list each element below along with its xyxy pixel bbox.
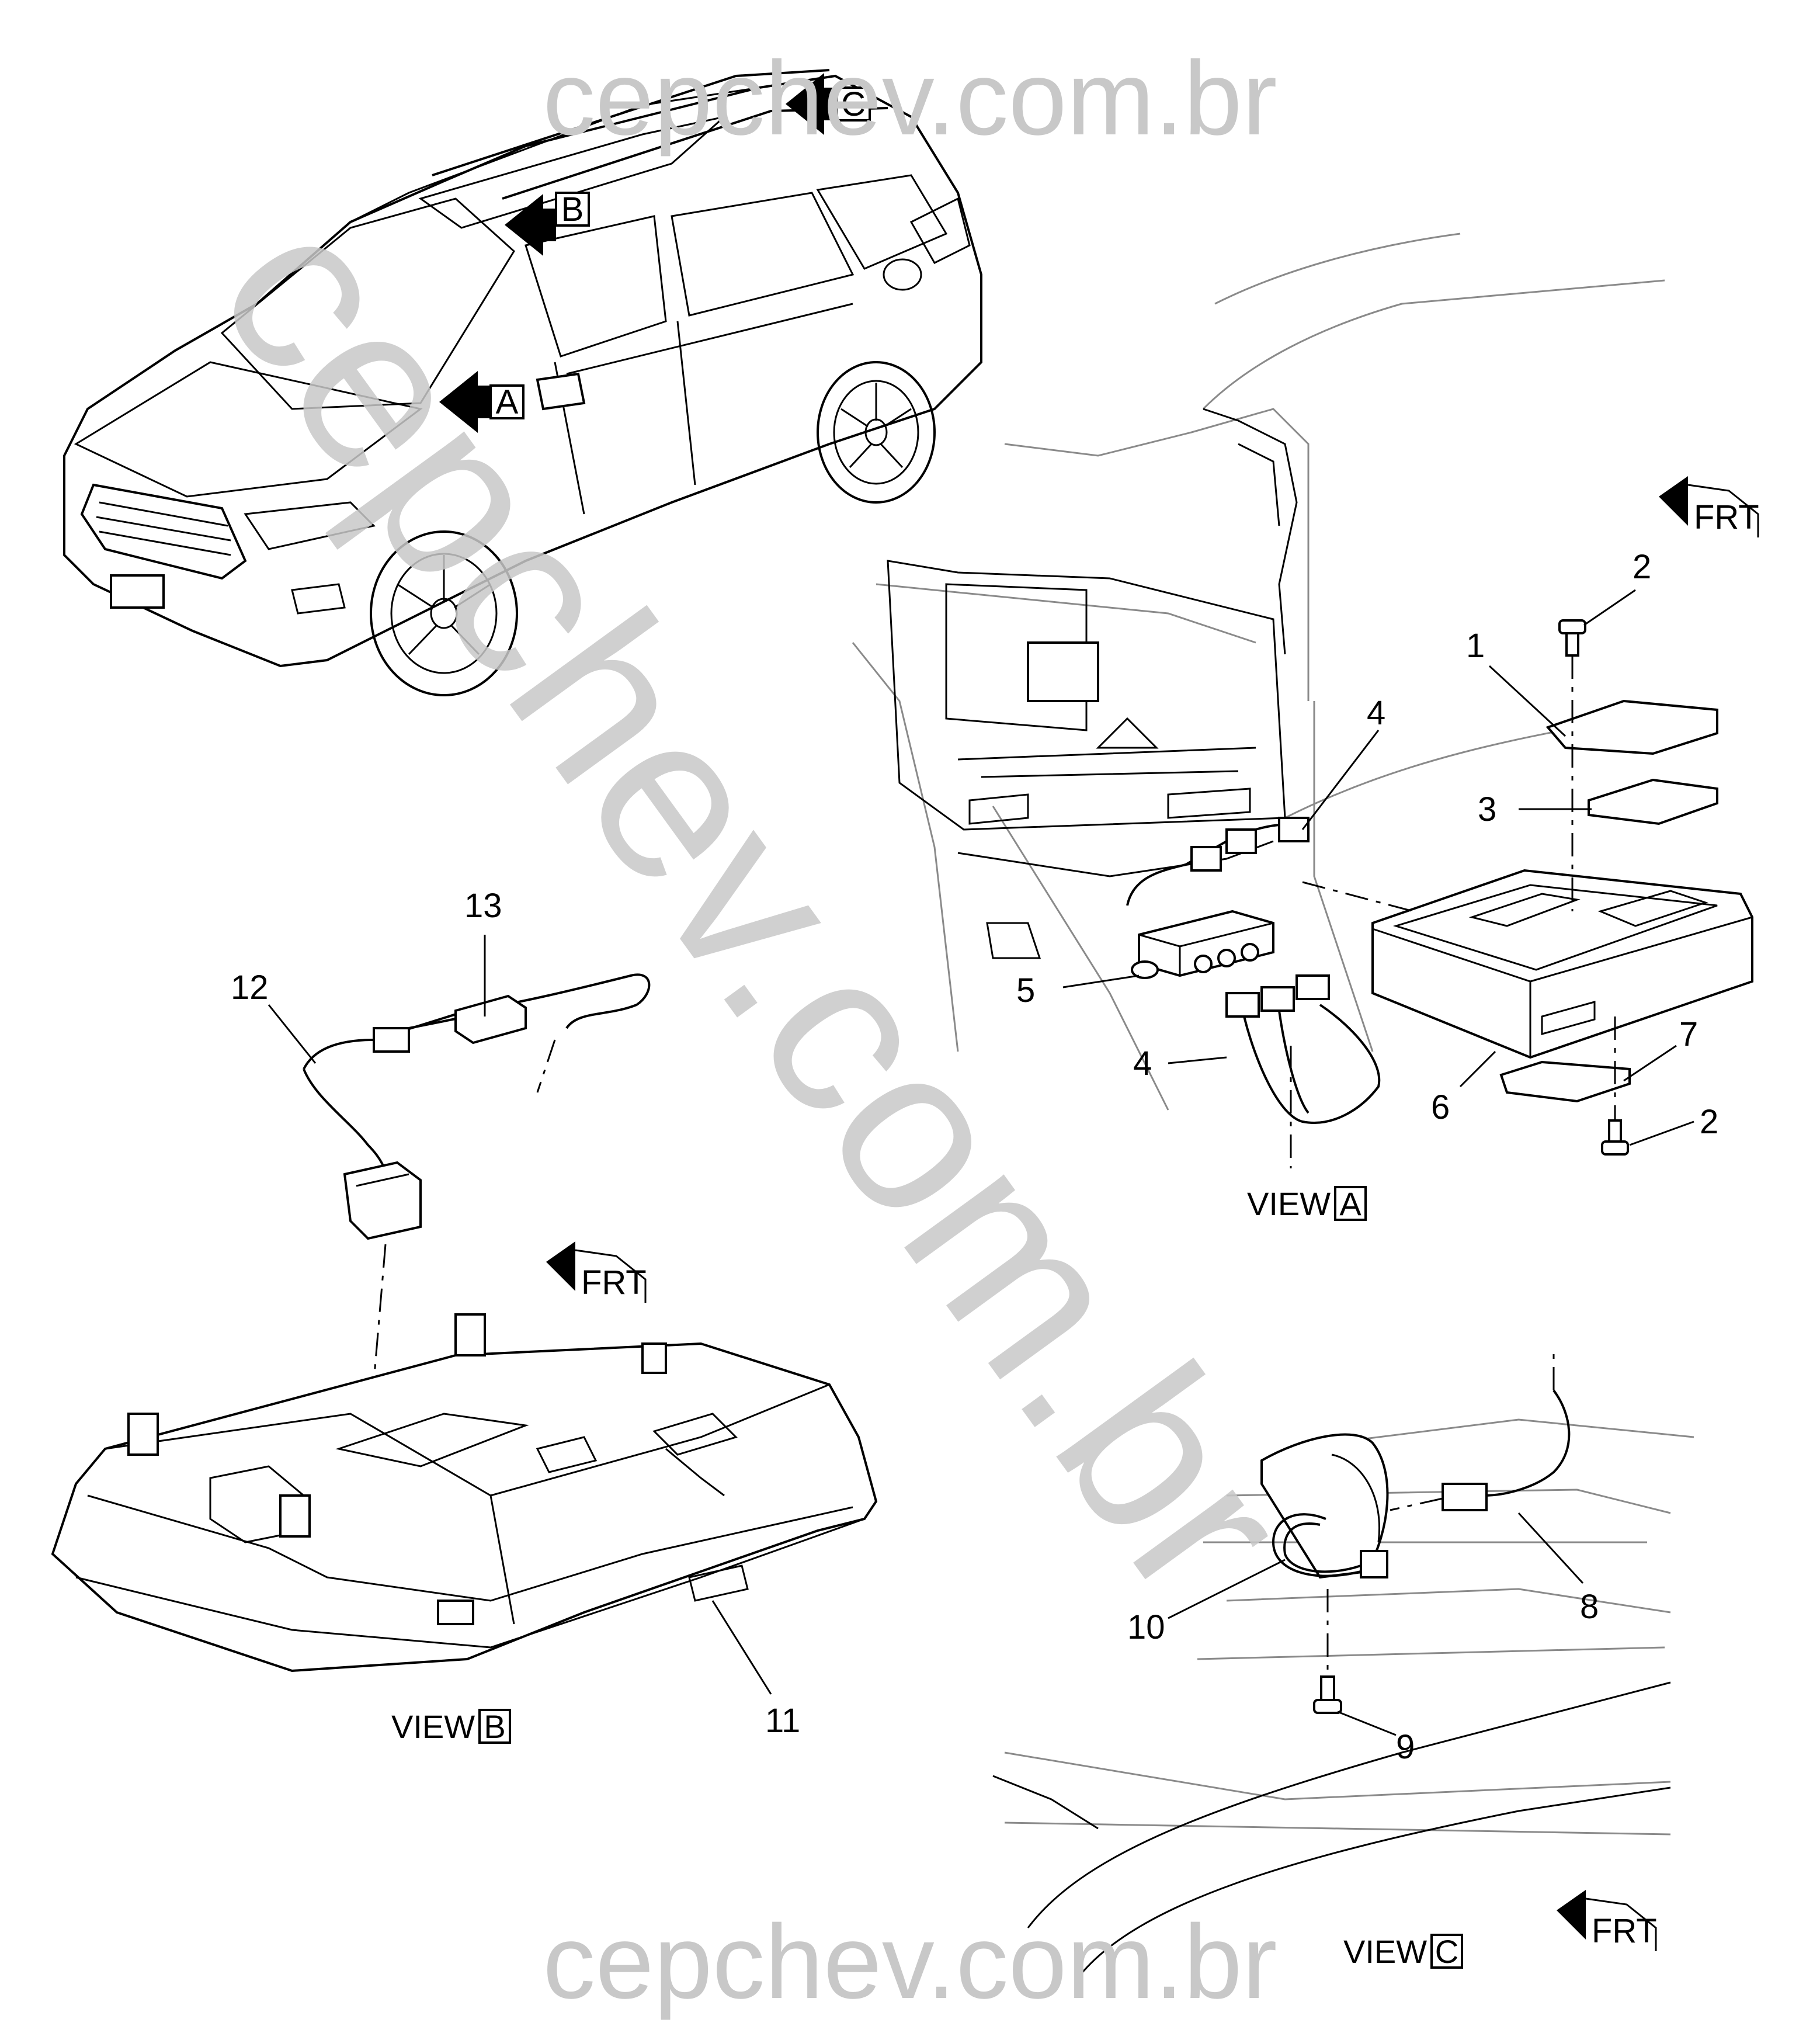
vehicle-overview: A B C (63, 69, 982, 696)
part-7-bracket (1499, 1060, 1631, 1103)
front-wheel (370, 530, 518, 696)
callout-5: 5 (1016, 972, 1035, 1009)
part-4-harness-lower (1225, 974, 1381, 1124)
view-b: FRT 13 12 11 VIEW B (51, 887, 878, 1745)
arrow-c: C (786, 73, 871, 135)
part-9-screw (1313, 1589, 1342, 1714)
view-c: FRT 8 10 9 VIEW C (992, 1349, 1694, 1975)
callout-8: 8 (1580, 1588, 1599, 1626)
callout-9: 9 (1396, 1728, 1415, 1766)
arrow-label-a: A (496, 383, 519, 421)
frt-indicator-c: FRT (1557, 1890, 1657, 1951)
callout-10: 10 (1127, 1608, 1165, 1646)
part-1-bracket (1545, 699, 1718, 755)
rear-wheel (817, 361, 936, 504)
view-label-a-letter: A (1339, 1185, 1361, 1222)
arrow-a: A (439, 371, 525, 433)
part-2-screw-upper (1558, 619, 1586, 657)
callout-4-upper: 4 (1367, 694, 1385, 732)
arrow-b: B (505, 190, 590, 256)
part-3-pad (1588, 778, 1718, 825)
view-label-c-prefix: VIEW (1343, 1933, 1427, 1970)
view-a: FRT 1 2 3 4 5 4 6 7 2 VIEW A (852, 233, 1759, 1222)
view-label-a-prefix: VIEW (1247, 1185, 1331, 1222)
view-label-b-letter: B (484, 1708, 505, 1745)
watermarks: cepchev.com.br cepchev.com.br cepchev.co… (169, 40, 1340, 2021)
part-8-cable (1390, 1349, 1571, 1511)
callout-4-lower: 4 (1133, 1045, 1152, 1083)
arrow-label-c: C (841, 85, 866, 123)
callout-3: 3 (1478, 790, 1496, 828)
part-10-cable (1272, 1513, 1361, 1577)
callout-7: 7 (1679, 1015, 1698, 1053)
part-11-overhead-console (51, 1313, 878, 1673)
part-5-splitter (1131, 910, 1274, 979)
view-label-c-letter: C (1435, 1933, 1458, 1970)
frt-indicator-b: FRT (546, 1241, 647, 1303)
arrow-label-b: B (561, 190, 584, 228)
callout-13: 13 (464, 887, 502, 925)
part-6-control-module (1371, 869, 1753, 1059)
frt-label-b: FRT (581, 1264, 647, 1302)
view-label-b-prefix: VIEW (391, 1708, 475, 1745)
callout-11: 11 (765, 1702, 800, 1740)
part-2-screw-lower (1601, 1119, 1629, 1156)
callout-2-lower: 2 (1700, 1103, 1718, 1141)
part-4-harness-upper (1126, 817, 1310, 906)
part-12-13-harness (303, 973, 651, 1519)
callout-12: 12 (231, 969, 269, 1007)
frt-label-c: FRT (1592, 1912, 1657, 1950)
watermark-top: cepchev.com.br (543, 40, 1277, 157)
frt-label-a: FRT (1694, 498, 1759, 536)
callout-1: 1 (1466, 627, 1485, 665)
callout-6: 6 (1431, 1088, 1450, 1126)
callout-2-upper: 2 (1633, 548, 1651, 586)
frt-indicator-a: FRT (1659, 476, 1759, 537)
watermark-bottom: cepchev.com.br (543, 1903, 1277, 2021)
